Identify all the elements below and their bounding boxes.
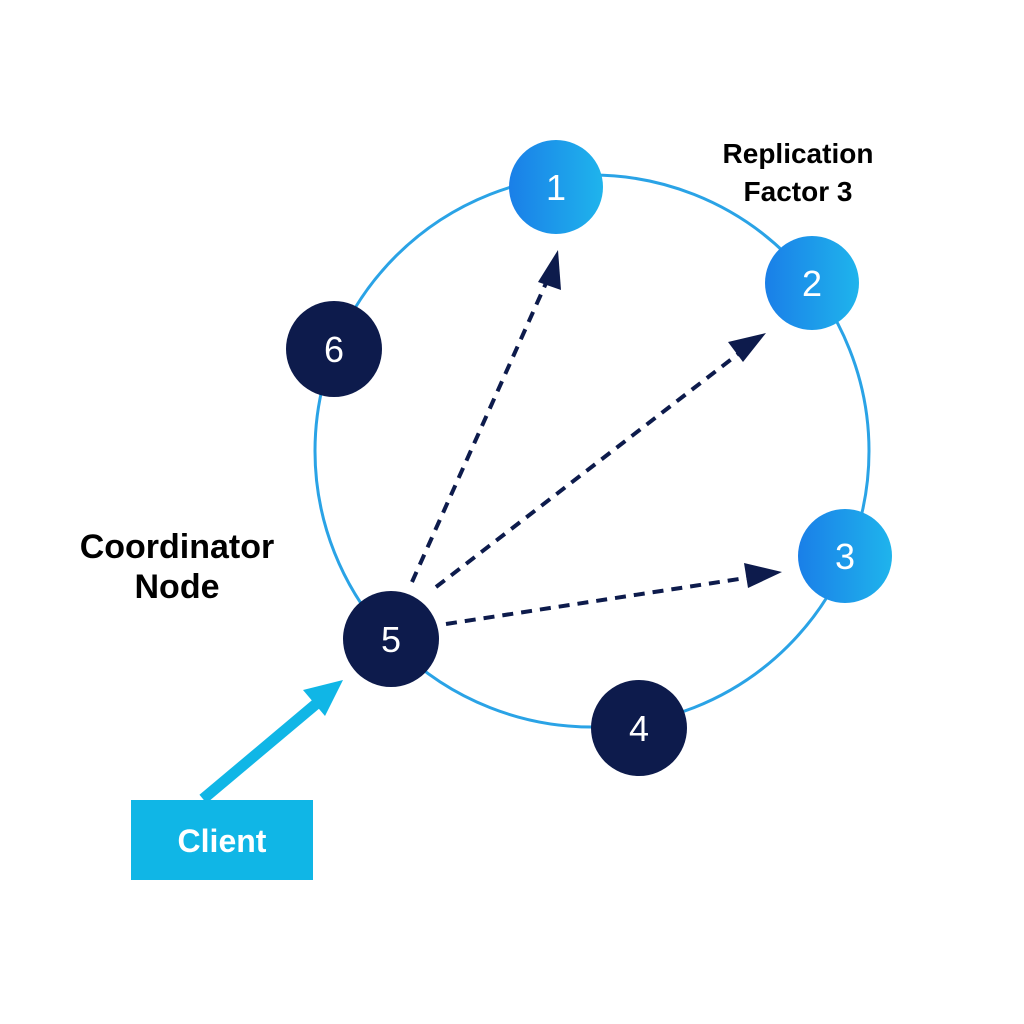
node-1[interactable]: 1 bbox=[509, 140, 603, 234]
svg-text:6: 6 bbox=[324, 329, 344, 370]
replication-factor-label-line1: Replication bbox=[723, 138, 874, 169]
client-arrowhead bbox=[303, 680, 343, 716]
arrow-5-to-1 bbox=[410, 271, 553, 583]
node-3[interactable]: 3 bbox=[798, 509, 892, 603]
arrow-5-to-2 bbox=[434, 349, 744, 589]
client-box[interactable]: Client bbox=[131, 800, 313, 880]
node-5-coordinator[interactable]: 5 bbox=[343, 591, 439, 687]
client-label: Client bbox=[178, 823, 267, 859]
svg-text:4: 4 bbox=[629, 708, 649, 749]
node-6[interactable]: 6 bbox=[286, 301, 382, 397]
svg-text:2: 2 bbox=[802, 263, 822, 304]
arrowhead-1 bbox=[538, 250, 561, 290]
svg-text:3: 3 bbox=[835, 536, 855, 577]
svg-text:5: 5 bbox=[381, 619, 401, 660]
arrow-5-to-3 bbox=[445, 575, 753, 626]
node-2[interactable]: 2 bbox=[765, 236, 859, 330]
replication-arrows bbox=[410, 250, 782, 626]
node-4[interactable]: 4 bbox=[591, 680, 687, 776]
coordinator-label-line1: Coordinator bbox=[80, 528, 275, 566]
client-arrow bbox=[199, 694, 326, 804]
arrowhead-3 bbox=[744, 563, 782, 588]
arrowhead-2 bbox=[728, 333, 766, 362]
svg-text:1: 1 bbox=[546, 167, 566, 208]
coordinator-label-line2: Node bbox=[135, 568, 220, 606]
replication-factor-label-line2: Factor 3 bbox=[744, 176, 853, 207]
